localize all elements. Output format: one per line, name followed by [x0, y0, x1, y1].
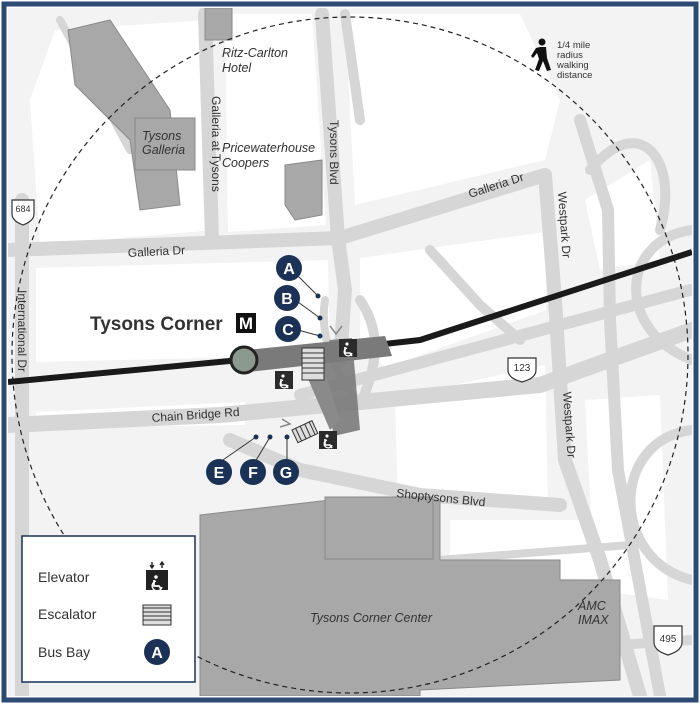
walking-radius-circle [11, 16, 689, 694]
bus-bay-f-label: F [248, 465, 258, 482]
legend-bus-bay-sample: A [151, 645, 163, 662]
walk-note-line3: walking [556, 60, 589, 71]
station-name: Tysons Corner [90, 314, 223, 335]
street-westpark-dr-upper: Westpark Dr [555, 191, 574, 258]
street-tysons-blvd: Tysons Blvd [327, 120, 341, 185]
street-galleria-dr-west: Galleria Dr [127, 243, 185, 260]
bus-bay-a: A [276, 255, 302, 281]
elevator-icon [338, 338, 358, 358]
route-123-shield: 123 [507, 357, 537, 383]
place-labels: Ritz-Carlton Hotel Tysons Galleria Price… [142, 46, 609, 627]
street-international-dr: International Dr [15, 290, 29, 372]
label-mall: Tysons Corner Center [310, 611, 433, 625]
bus-bay-g-label: G [280, 465, 292, 482]
legend: Elevator Escalator Bus Bay A [21, 535, 196, 683]
street-chain-bridge-rd: Chain Bridge Rd [151, 405, 240, 425]
label-ritz-line1: Ritz-Carlton [222, 46, 288, 60]
street-westpark-dr-lower: Westpark Dr [560, 391, 579, 458]
label-amc-line2: IMAX [578, 613, 609, 627]
bus-bay-leaders [219, 275, 321, 463]
label-pwc-line1: Pricewaterhouse [222, 141, 315, 155]
bus-bay-points [253, 293, 323, 440]
route-495-shield: 495 [653, 625, 683, 656]
route-684-label: 684 [15, 204, 30, 214]
route-684-shield: 684 [11, 199, 35, 226]
bus-bay-e-label: E [214, 465, 225, 482]
label-galleria-line2: Galleria [142, 143, 185, 157]
label-galleria-line1: Tysons [142, 129, 181, 143]
legend-escalator-label: Escalator [38, 606, 97, 622]
legend-elevator-label: Elevator [38, 569, 90, 585]
elevator-icon [274, 370, 294, 390]
label-amc-line1: AMC [577, 599, 607, 613]
metro-symbol: M [239, 314, 253, 333]
bus-bay-a-label: A [283, 261, 295, 278]
label-pwc-line2: Coopers [222, 156, 269, 170]
map-content: 684 123 495 Galleria at Tysons Tysons Bl… [8, 8, 692, 696]
legend-bus-bay-label: Bus Bay [38, 644, 90, 660]
bus-bay-b-label: B [281, 291, 293, 308]
route-495-label: 495 [660, 634, 677, 645]
pedestrian-icon [531, 38, 551, 71]
bus-bay-f: F [240, 459, 266, 485]
bus-bay-c-label: C [282, 322, 294, 339]
elevator-icon [318, 430, 338, 450]
buildings [67, 8, 621, 696]
metro-logo-icon: M [236, 313, 256, 333]
bus-bay-badges: A B C E F G [206, 255, 302, 485]
legend-bus-bay-icon: A [144, 639, 170, 665]
legend-elevator-icon [146, 560, 168, 592]
walking-note: 1/4 mile radius walking distance [531, 38, 592, 81]
station-marker [229, 345, 259, 375]
walk-arrows [279, 325, 343, 428]
escalator-markers [291, 347, 325, 444]
bus-bay-g: G [273, 459, 299, 485]
route-123-label: 123 [514, 363, 531, 374]
walk-note-line4: distance [557, 70, 592, 81]
bus-bay-c: C [275, 316, 301, 342]
bus-bay-b: B [274, 285, 300, 311]
bus-bay-e: E [206, 459, 232, 485]
street-galleria-at-tysons: Galleria at Tysons [209, 96, 223, 192]
legend-escalator-icon [142, 604, 172, 626]
tysons-galleria-building [134, 117, 196, 171]
label-ritz-line2: Hotel [222, 61, 252, 75]
walk-note-line2: radius [557, 50, 583, 61]
walk-note-line1: 1/4 mile [557, 40, 590, 51]
